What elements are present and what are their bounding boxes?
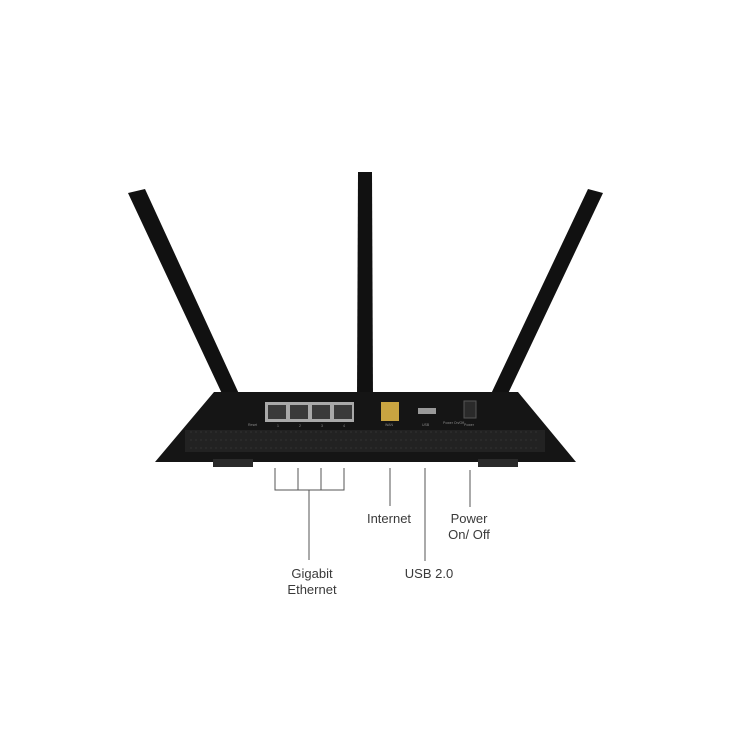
power-jack <box>463 400 477 419</box>
lan-port-4 <box>334 405 352 419</box>
power-switch-label: Power On/Off <box>443 421 464 425</box>
foot-right <box>478 459 518 467</box>
antenna-center <box>357 172 373 398</box>
callout-usb: USB 2.0 <box>404 566 454 581</box>
callout-power-line2: On/ Off <box>448 527 490 542</box>
callout-power-line1: Power <box>450 511 488 526</box>
usb-port <box>418 408 436 414</box>
callout-gigabit-line2: Ethernet <box>287 582 337 597</box>
lan2-label: 2 <box>299 424 301 428</box>
reset-label: Reset <box>248 423 257 427</box>
antenna-left <box>128 189 240 398</box>
lan-port-3 <box>312 405 330 419</box>
wan-port <box>381 402 399 421</box>
usb-label: USB <box>422 423 430 427</box>
lan-ports <box>265 402 354 422</box>
foot-left <box>213 459 253 467</box>
callout-internet: Internet <box>366 511 412 526</box>
callout-lines <box>274 468 471 561</box>
callout-gigabit-ethernet: Gigabit Ethernet <box>252 566 372 598</box>
power-label: Power <box>464 423 475 427</box>
vents <box>190 431 540 449</box>
wan-label: WAN <box>385 423 394 427</box>
callout-power: Power On/ Off <box>409 511 529 543</box>
lan4-label: 4 <box>343 424 345 428</box>
vent-strip <box>185 430 545 452</box>
lan-port-2 <box>290 405 308 419</box>
lan1-label: 1 <box>277 424 279 428</box>
antenna-right <box>490 189 603 398</box>
lan-port-1 <box>268 405 286 419</box>
callout-gigabit-line1: Gigabit <box>291 566 333 581</box>
lan3-label: 3 <box>321 424 323 428</box>
